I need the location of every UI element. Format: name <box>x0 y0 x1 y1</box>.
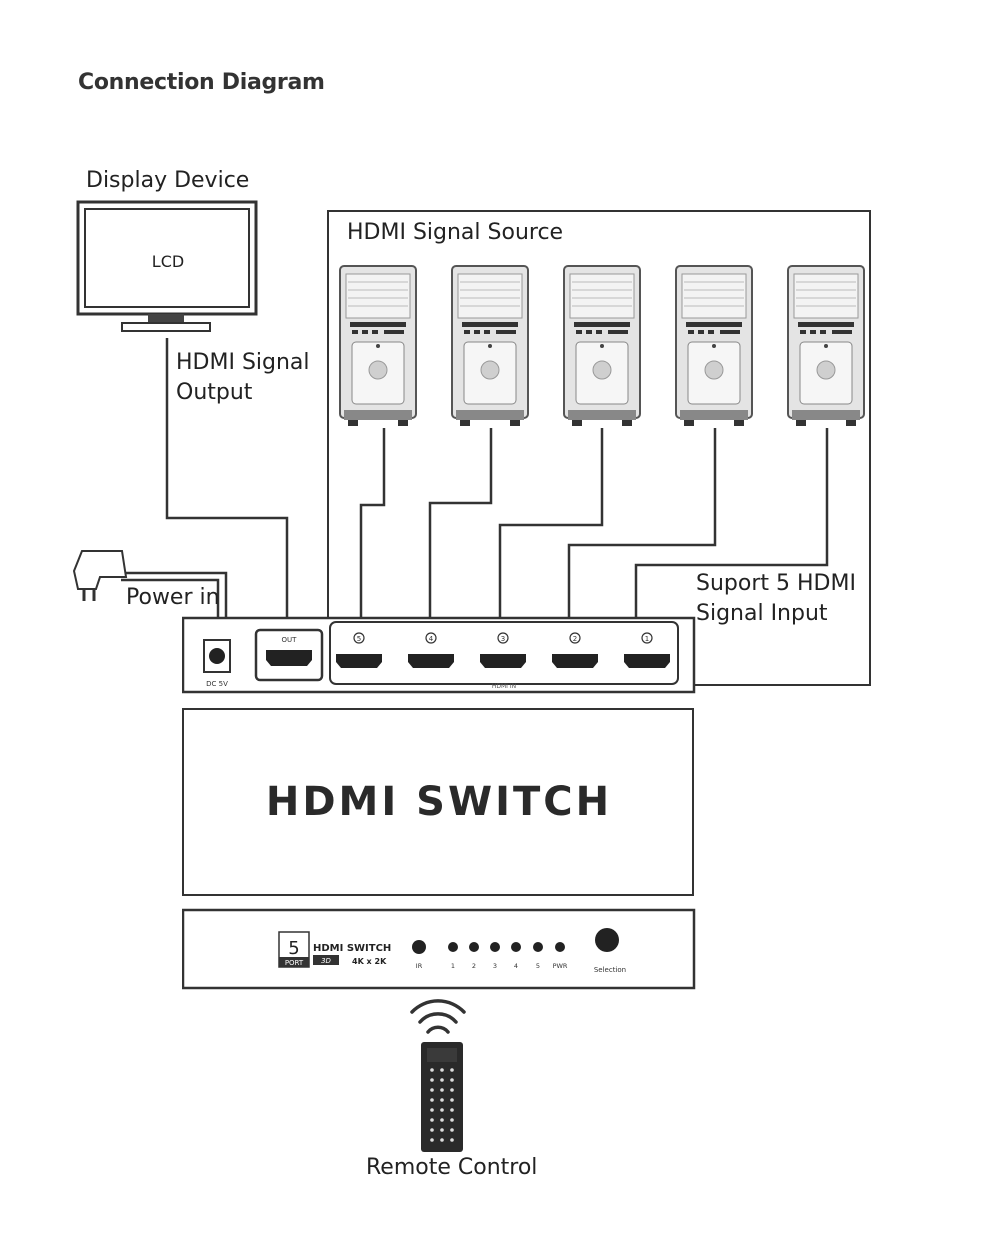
cable-input-1 <box>634 428 829 622</box>
led-3: 3 <box>490 942 500 970</box>
dc-power-jack: DC 5V <box>203 639 231 688</box>
lcd-monitor-icon: LCD <box>76 200 258 332</box>
hdmi-in-port-2: 2 <box>552 632 598 668</box>
port-number-1: 1 <box>645 635 649 643</box>
logo-resolution: 4K x 2K <box>352 957 387 966</box>
hdmi-in-port-1: 1 <box>624 632 670 668</box>
hdmi-out-port: OUT <box>254 628 324 682</box>
out-label: OUT <box>282 636 298 644</box>
hdmi-in-label: HDMI IN <box>492 683 516 690</box>
power-in-label: Power in <box>126 585 220 610</box>
remote-control-label: Remote Control <box>366 1155 538 1180</box>
logo-number: 5 <box>288 938 299 959</box>
led-label-1: 1 <box>451 962 455 970</box>
cable-power <box>121 571 228 618</box>
led-label-3: 3 <box>493 962 497 970</box>
remote-control-icon <box>421 1042 463 1152</box>
cable-input-2 <box>567 428 717 622</box>
port-number-4: 4 <box>429 635 434 643</box>
led-label-5: 5 <box>536 962 540 970</box>
input-label-line2: Signal Input <box>696 601 828 626</box>
brand-logo: 5 PORT HDMI SWITCH 3D 4K x 2K <box>278 931 391 968</box>
display-device-label: Display Device <box>86 168 250 193</box>
led-1: 1 <box>448 942 458 970</box>
power-adapter-icon <box>72 550 128 601</box>
switch-body <box>182 708 694 896</box>
cable-output <box>165 338 289 636</box>
port-number-5: 5 <box>357 635 361 643</box>
led-label-4: 4 <box>514 962 518 970</box>
logo-3d: 3D <box>321 957 331 965</box>
switch-title: HDMI SWITCH <box>265 779 613 825</box>
ir-receiver-icon: IR <box>412 940 426 970</box>
input-label-line1: Suport 5 HDMI <box>696 571 856 596</box>
port-number-3: 3 <box>501 635 505 643</box>
back-panel: DC 5V OUT 5 4 3 2 1 HDMI IN <box>182 616 696 694</box>
logo-title: HDMI SWITCH <box>313 943 391 954</box>
cable-power-2 <box>121 578 220 618</box>
led-label-pwr: PWR <box>553 962 568 970</box>
cable-input-5 <box>359 428 386 622</box>
selection-button: Selection <box>594 928 626 974</box>
led-5: 5 <box>533 942 543 970</box>
hdmi-in-port-5: 5 <box>336 632 382 668</box>
led-label-2: 2 <box>472 962 476 970</box>
led-pwr: PWR <box>553 942 568 970</box>
led-4: 4 <box>511 942 521 970</box>
diagram-title: Connection Diagram <box>78 70 325 95</box>
hdmi-in-port-4: 4 <box>408 632 454 668</box>
output-label-line2: Output <box>176 380 253 405</box>
selection-label: Selection <box>594 966 626 974</box>
dc-label: DC 5V <box>206 680 228 688</box>
wireless-signal-icon <box>410 999 466 1034</box>
lcd-screen-label: LCD <box>152 252 184 271</box>
ir-label: IR <box>416 962 423 970</box>
cable-input-4 <box>428 428 493 622</box>
front-panel: 5 PORT HDMI SWITCH 3D 4K x 2K IR 1 2 3 4… <box>182 908 696 990</box>
signal-source-label: HDMI Signal Source <box>347 220 564 245</box>
cable-input-3 <box>498 428 604 622</box>
logo-port: PORT <box>285 959 304 967</box>
hdmi-in-port-3: 3 <box>480 632 526 668</box>
output-label-line1: HDMI Signal <box>176 350 310 375</box>
port-number-2: 2 <box>573 635 577 643</box>
led-2: 2 <box>469 942 479 970</box>
